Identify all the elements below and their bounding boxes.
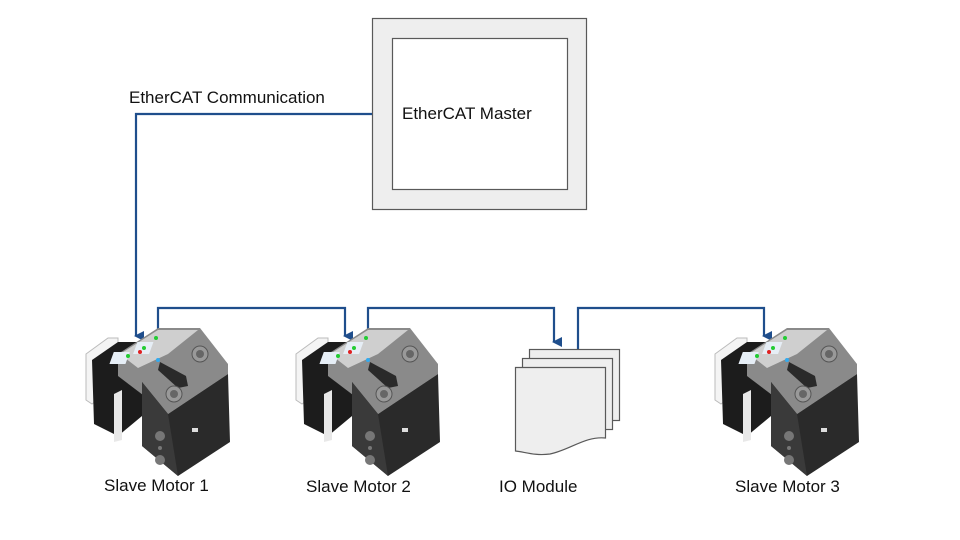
link-motor1-motor2	[156, 306, 353, 341]
slave-motor-1-icon	[85, 327, 231, 477]
device-label-motor3: Slave Motor 3	[735, 477, 840, 496]
device-label-motor2: Slave Motor 2	[306, 477, 411, 496]
io-module-icon	[514, 348, 621, 456]
link-io-motor3	[576, 306, 772, 350]
device-label-io: IO Module	[499, 477, 578, 496]
slave-motor-2-icon	[295, 327, 441, 477]
master-label: EtherCAT Master	[402, 104, 532, 123]
device-label-motor1: Slave Motor 1	[104, 476, 209, 495]
link-label: EtherCAT Communication	[129, 88, 325, 107]
ethercat-master	[371, 17, 588, 211]
link-master-motor1	[134, 112, 372, 341]
link-motor2-io	[366, 306, 562, 347]
slave-motor-3-icon	[714, 327, 860, 477]
